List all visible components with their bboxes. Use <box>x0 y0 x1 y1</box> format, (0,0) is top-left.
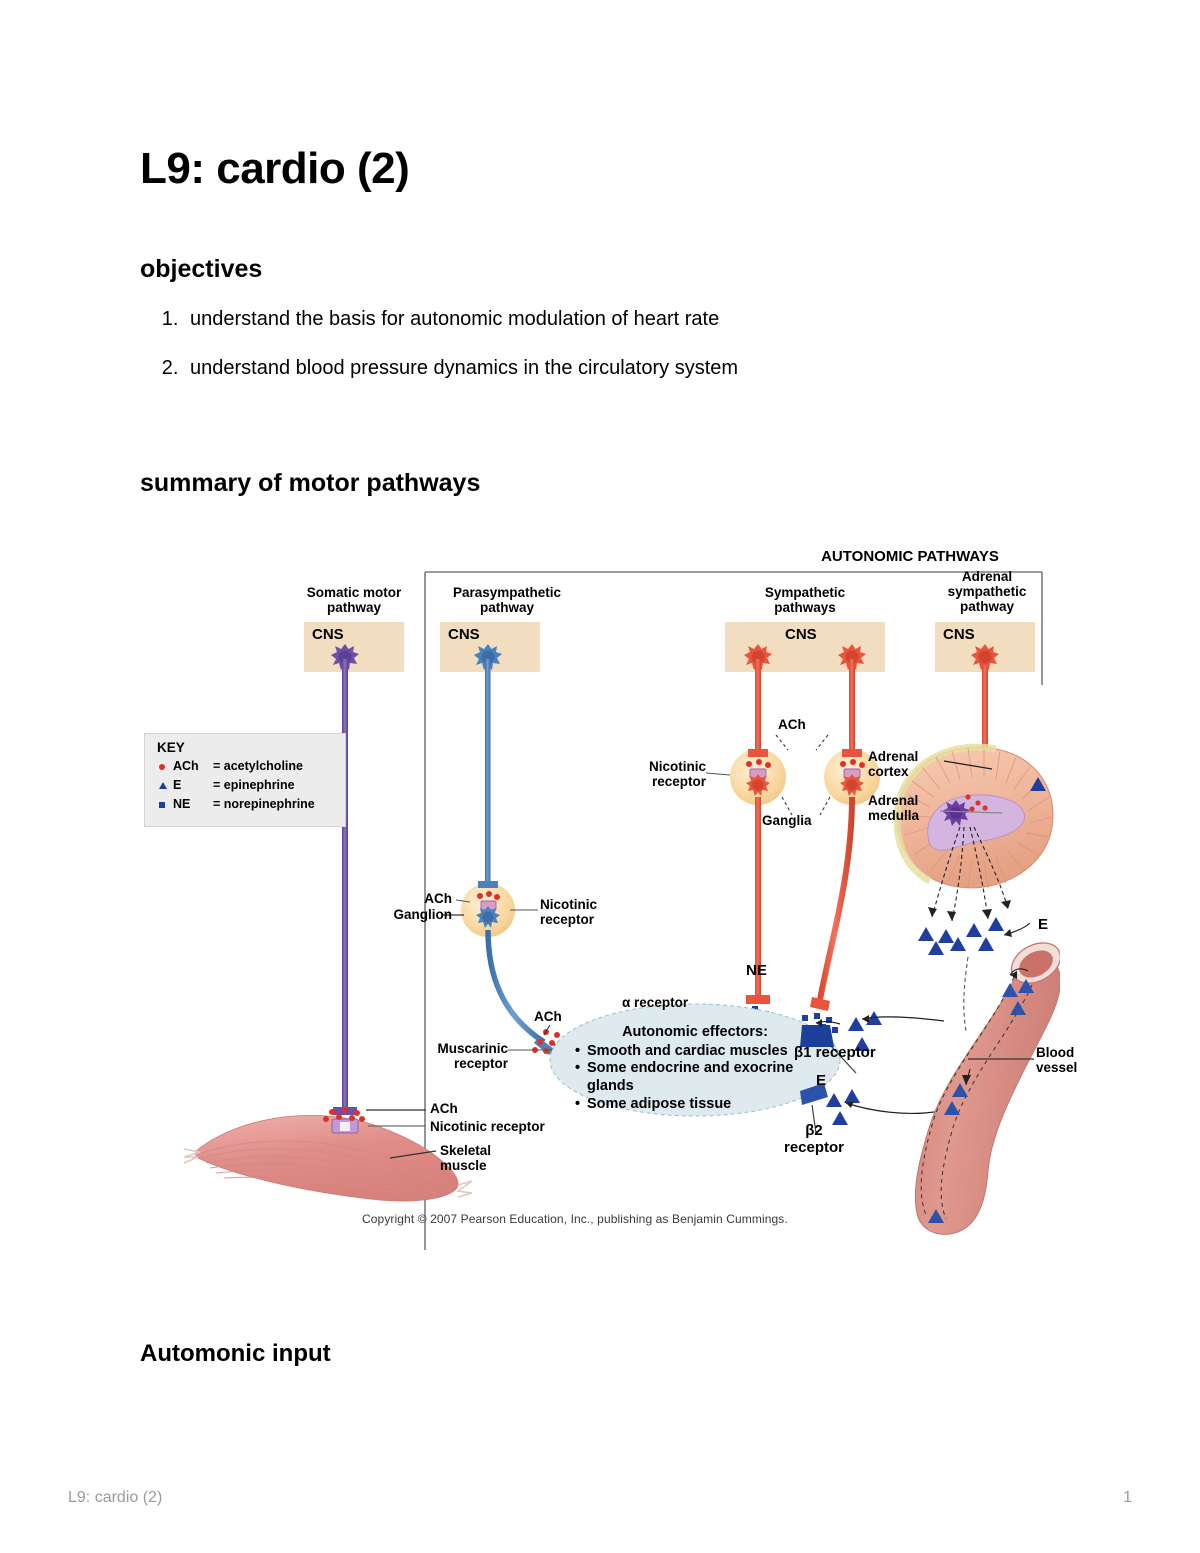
page-title: L9: cardio (2) <box>140 144 410 193</box>
label-ach-muscarinic: ACh <box>534 1009 562 1024</box>
sympathetic-neuron-right <box>705 644 880 1033</box>
skeletal-muscle-graphic <box>183 1107 473 1202</box>
key-row-ach: ACh = acetylcholine <box>159 759 303 773</box>
label-ach-nmj: ACh <box>430 1101 458 1116</box>
key-abbr-ne: NE <box>173 797 191 811</box>
label-nicotinic-receptor-sympathetic: Nicotinic receptor <box>648 759 706 790</box>
label-beta2-receptor: β2 receptor <box>783 1122 845 1156</box>
effectors-list: Smooth and cardiac muscles Some endocrin… <box>574 1043 816 1114</box>
list-item: Some adipose tissue <box>575 1096 816 1114</box>
cns-label-sympathetic: CNS <box>785 626 817 643</box>
red-dot-icon <box>159 759 173 773</box>
figure-copyright: Copyright © 2007 Pearson Education, Inc.… <box>362 1212 788 1226</box>
column-title-adrenal: Adrenal sympathetic pathway <box>947 569 1027 615</box>
key-row-ne: NE = norepinephrine <box>159 797 315 811</box>
cns-label-parasympathetic: CNS <box>448 626 480 643</box>
page-number: 1 <box>1123 1489 1132 1506</box>
column-title-parasympathetic: Parasympathetic pathway <box>452 585 562 616</box>
blue-square-icon <box>159 797 173 811</box>
list-item: understand blood pressure dynamics in th… <box>184 355 1044 382</box>
key-legend: KEY ACh = acetylcholine E = epinephrine … <box>144 733 346 827</box>
automonic-input-heading: Automonic input <box>140 1340 331 1367</box>
objectives-list: understand the basis for autonomic modul… <box>150 306 1044 404</box>
label-adrenal-medulla: Adrenal medulla <box>868 793 920 824</box>
somatic-neuron <box>331 644 359 1115</box>
list-item: understand the basis for autonomic modul… <box>184 306 1044 333</box>
blood-vessel-graphic <box>914 942 1060 1235</box>
label-ne: NE <box>746 962 767 979</box>
list-item: Some endocrine and exocrine glands <box>575 1060 816 1095</box>
key-title: KEY <box>157 740 185 755</box>
cns-label-adrenal: CNS <box>943 626 975 643</box>
key-abbr-e: E <box>173 778 182 792</box>
label-adrenal-cortex: Adrenal cortex <box>868 749 919 780</box>
list-item: Smooth and cardiac muscles <box>575 1043 816 1061</box>
key-def-ach: = acetylcholine <box>213 759 303 773</box>
objectives-heading: objectives <box>140 255 263 283</box>
key-def-e: = epinephrine <box>213 778 295 792</box>
label-nicotinic-receptor-nmj: Nicotinic receptor <box>430 1119 545 1134</box>
column-title-somatic: Somatic motor pathway <box>306 585 402 616</box>
footer-title: L9: cardio (2) <box>68 1489 163 1506</box>
adrenal-gland-graphic <box>893 644 1054 1032</box>
label-nicotinic-receptor-parasympathetic: Nicotinic receptor <box>540 897 598 928</box>
figure-banner-title: AUTONOMIC PATHWAYS <box>821 548 999 565</box>
label-epinephrine-adrenal: E <box>1038 916 1049 933</box>
figure-graphics <box>183 571 1060 1250</box>
label-alpha-receptor: α receptor <box>622 995 689 1010</box>
sympathetic-neuron-left <box>730 644 786 1045</box>
label-muscarinic-receptor: Muscarinic receptor <box>437 1041 508 1072</box>
page-footer: L9: cardio (2) 1 <box>68 1487 1132 1509</box>
label-ach-sympathetic: ACh <box>778 717 806 732</box>
label-skeletal-muscle: Skeletal muscle <box>440 1143 492 1174</box>
label-ganglia: Ganglia <box>762 813 812 828</box>
autonomic-effectors-text: Autonomic effectors: Smooth and cardiac … <box>574 1024 816 1113</box>
key-row-e: E = epinephrine <box>159 778 295 792</box>
blue-triangle-icon <box>159 778 173 792</box>
cns-label-somatic: CNS <box>312 626 344 643</box>
label-ach-ganglion: ACh <box>424 891 452 906</box>
autonomic-pathways-figure: AUTONOMIC PATHWAYS Somatic motor pathway… <box>140 545 1077 1250</box>
parasympathetic-neuron <box>443 644 581 1059</box>
key-abbr-ach: ACh <box>173 759 199 773</box>
column-title-sympathetic: Sympathetic pathways <box>764 585 846 616</box>
label-blood-vessel: Blood vessel <box>1036 1045 1078 1076</box>
label-ganglion: Ganglion <box>393 907 453 922</box>
effectors-title: Autonomic effectors: <box>622 1024 768 1040</box>
label-epinephrine-vessel: E <box>816 1072 827 1089</box>
key-def-ne: = norepinephrine <box>213 797 315 811</box>
summary-heading: summary of motor pathways <box>140 469 481 497</box>
